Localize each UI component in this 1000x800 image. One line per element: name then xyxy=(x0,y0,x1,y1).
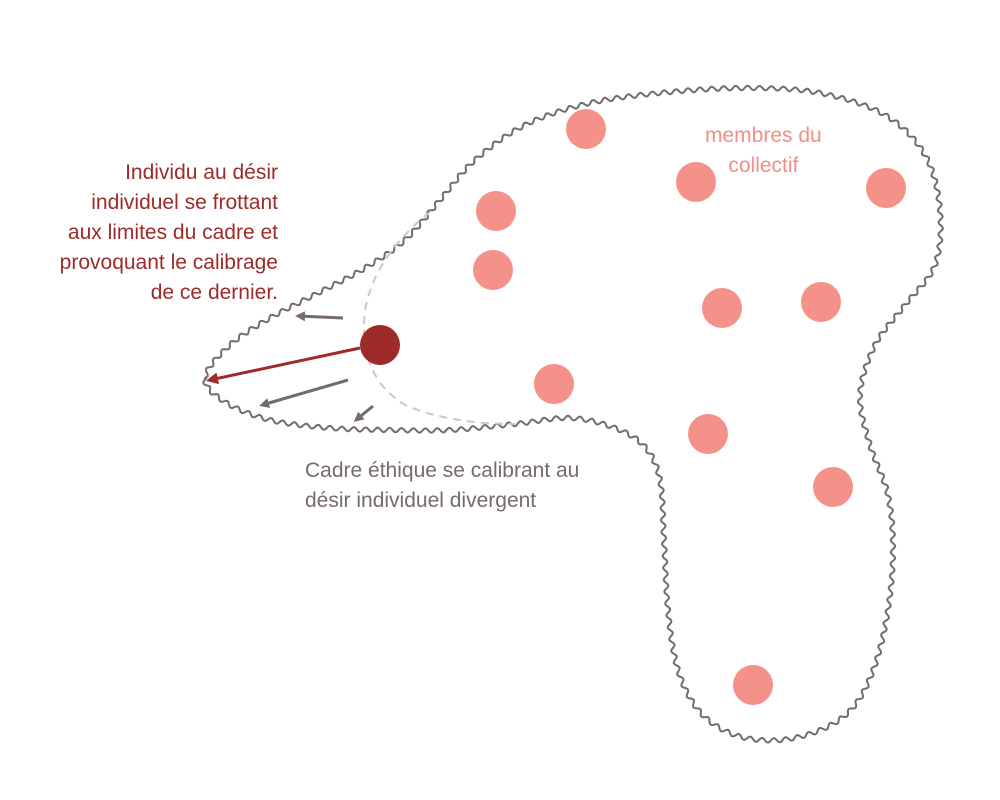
members-group xyxy=(473,109,906,705)
frame-calibration-arrow xyxy=(353,404,374,422)
member-dot xyxy=(676,162,716,202)
member-dot xyxy=(866,168,906,208)
individual-label-line: provoquant le calibrage xyxy=(59,251,278,274)
member-dot xyxy=(476,191,516,231)
individual-label-line: Individu au désir xyxy=(125,161,278,184)
members-label-line: membres du xyxy=(705,124,822,147)
member-dot xyxy=(688,414,728,454)
ethical-frame-outline xyxy=(202,84,944,744)
member-dot xyxy=(534,364,574,404)
collective-members-label: membres du collectif xyxy=(705,121,822,181)
original-frame-dashed-boundary xyxy=(362,211,516,425)
frame-label-line: Cadre éthique se calibrant au xyxy=(305,459,580,482)
individual-desire-label: Individu au désir individuel se frottant… xyxy=(60,158,278,308)
member-dot xyxy=(566,109,606,149)
member-dot xyxy=(813,467,853,507)
frame-calibration-arrow xyxy=(295,311,344,322)
member-dot xyxy=(801,282,841,322)
member-dot xyxy=(473,250,513,290)
ethical-frame-label: Cadre éthique se calibrant au désir indi… xyxy=(305,456,579,516)
member-dot xyxy=(733,665,773,705)
individual-label-line: aux limites du cadre et xyxy=(67,221,278,244)
individual-desire-arrow xyxy=(206,346,361,385)
members-label-line: collectif xyxy=(728,154,799,177)
divergent-individual-dot xyxy=(360,325,400,365)
frame-label-line: désir individuel divergent xyxy=(305,489,537,512)
frame-calibration-arrow xyxy=(259,378,349,408)
individual-label-line: individuel se frottant xyxy=(91,191,278,214)
individual-label-line: de ce dernier. xyxy=(150,281,278,304)
member-dot xyxy=(702,288,742,328)
